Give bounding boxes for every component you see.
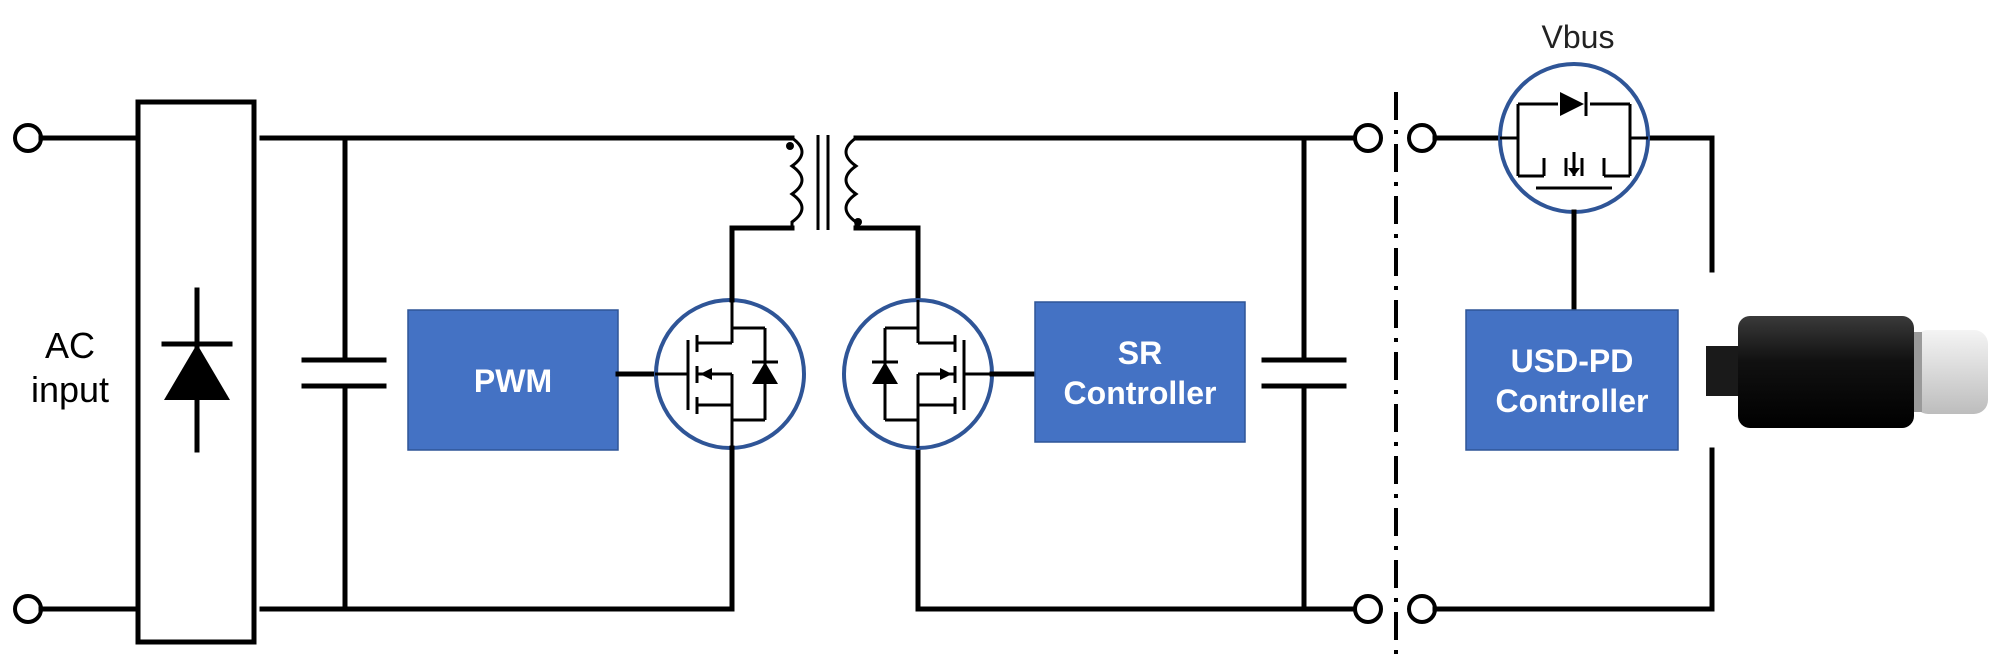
connector-terminals [1353, 123, 1437, 624]
primary-mosfet-icon [654, 298, 806, 450]
sr-controller-label-line1: SR [1118, 335, 1162, 371]
pwm-label: PWM [474, 363, 552, 399]
primary-rails [259, 135, 795, 612]
bridge-rectifier-icon [135, 99, 257, 645]
usb-pd-controller-block [1465, 309, 1679, 451]
usb-pd-controller-label-line2: Controller [1496, 383, 1649, 419]
transformer-icon [786, 135, 862, 230]
ac-input-label-line2: input [31, 369, 109, 410]
ac-terminal-top [13, 123, 43, 153]
sr-mosfet-icon [842, 298, 994, 450]
sr-controller-label-line2: Controller [1064, 375, 1217, 411]
ac-terminal-bottom [13, 594, 43, 624]
sr-controller-block [1034, 301, 1246, 443]
capacitor-icon [301, 357, 387, 389]
vbus-switch-icon [1498, 62, 1650, 214]
ac-input-label-line1: AC [45, 325, 95, 366]
output-capacitor-icon [1261, 357, 1347, 389]
usb-c-plug-icon [1706, 316, 1988, 428]
pwm-block [407, 309, 619, 451]
ac-input-terminals [13, 123, 141, 624]
usb-pd-controller-label-line1: USD-PD [1511, 343, 1634, 379]
vbus-label: Vbus [1542, 19, 1615, 55]
